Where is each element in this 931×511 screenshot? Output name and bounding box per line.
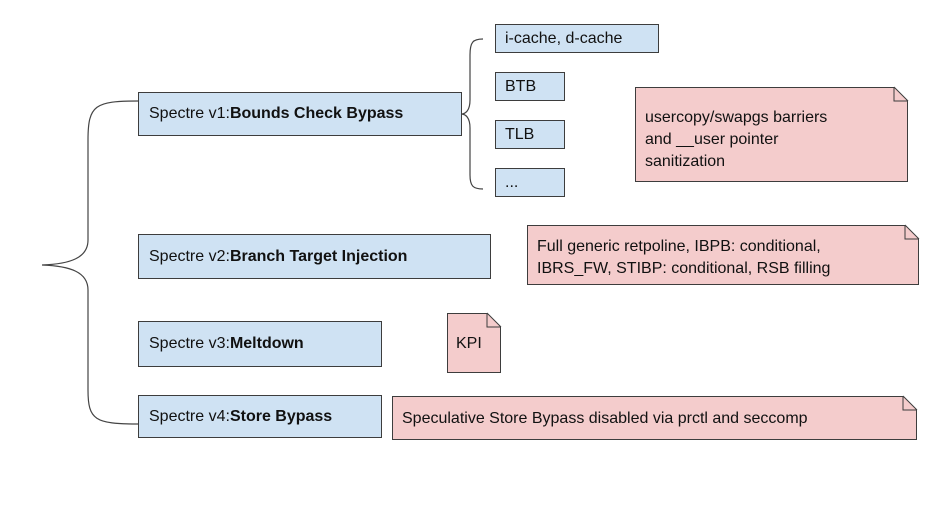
- v1-child-tlb: TLB: [495, 120, 565, 149]
- spectre-v2-box: Spectre v2: Branch Target Injection: [138, 234, 491, 279]
- mitigation-v2-note: Full generic retpoline, IBPB: conditiona…: [527, 225, 919, 285]
- mitigation-v1-text: usercopy/swapgs barriers and __user poin…: [645, 109, 828, 170]
- spectre-v4-name: Store Bypass: [229, 407, 333, 425]
- mitigation-v4-note: Speculative Store Bypass disabled via pr…: [392, 396, 917, 440]
- spectre-v4-box: Spectre v4: Store Bypass: [138, 395, 382, 438]
- mitigation-v4-text: Speculative Store Bypass disabled via pr…: [402, 410, 808, 427]
- spectre-v3-name: Meltdown: [229, 335, 304, 352]
- spectre-v2-name: Branch Target Injection: [229, 247, 408, 265]
- mitigation-v3-note: KPI: [447, 313, 501, 373]
- spectre-v2-prefix: Spectre v2:: [149, 247, 230, 265]
- v1-brace: [460, 38, 484, 190]
- spectre-v1-prefix: Spectre v1:: [149, 105, 230, 122]
- mitigation-v3-text: KPI: [456, 335, 482, 352]
- v1-child-more: ...: [495, 168, 565, 197]
- v1-child-btb: BTB: [495, 72, 565, 101]
- spectre-v3-prefix: Spectre v3:: [149, 335, 230, 352]
- spectre-v3-box: Spectre v3: Meltdown: [138, 321, 382, 367]
- spectre-v1-name: Bounds Check Bypass: [229, 105, 404, 122]
- mitigation-v2-text: Full generic retpoline, IBPB: conditiona…: [537, 238, 831, 277]
- v1-child-cache: i-cache, d-cache: [495, 24, 659, 53]
- main-brace: [41, 100, 139, 425]
- spectre-v1-box: Spectre v1: Bounds Check Bypass: [138, 92, 462, 136]
- mitigation-v1-note: usercopy/swapgs barriers and __user poin…: [635, 87, 908, 182]
- spectre-v4-prefix: Spectre v4:: [149, 407, 230, 425]
